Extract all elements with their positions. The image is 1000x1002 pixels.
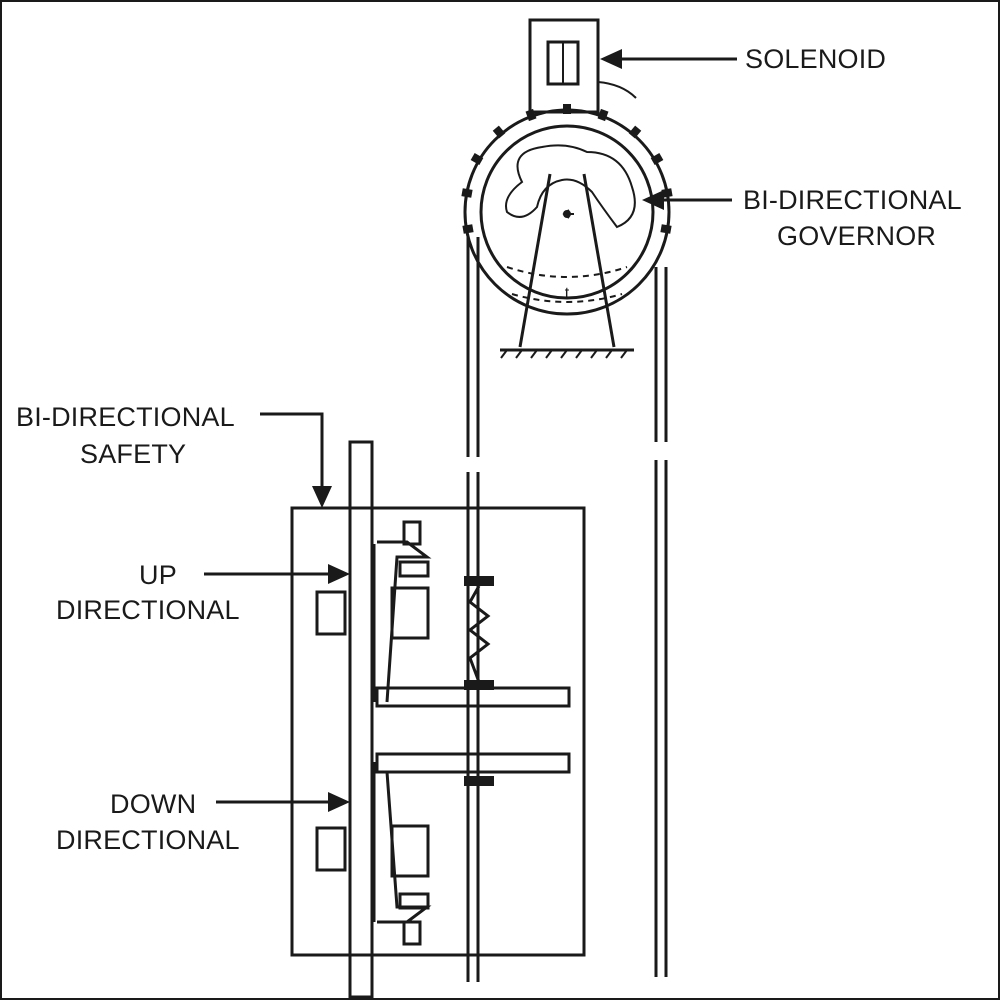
car-assembly bbox=[290, 440, 586, 999]
label-safety-line2: SAFETY bbox=[80, 439, 186, 469]
governor-assembly: t bbox=[461, 18, 673, 359]
label-safety-line1: BI-DIRECTIONAL bbox=[16, 402, 235, 432]
down-directional-safety bbox=[372, 752, 571, 946]
car-frame bbox=[290, 506, 586, 957]
car-window-lower bbox=[315, 826, 347, 872]
up-directional-safety bbox=[372, 520, 571, 708]
label-governor-line1: BI-DIRECTIONAL bbox=[743, 185, 962, 215]
callouts bbox=[204, 49, 737, 812]
svg-text:t: t bbox=[565, 285, 570, 302]
safety-actuator bbox=[464, 576, 494, 786]
sheave-teeth bbox=[461, 104, 673, 234]
governor-rope bbox=[466, 237, 668, 982]
governor-sheave-inner bbox=[479, 124, 655, 300]
label-up-line2: DIRECTIONAL bbox=[56, 595, 240, 625]
car-window-upper bbox=[315, 590, 347, 636]
label-solenoid: SOLENOID bbox=[745, 44, 886, 74]
label-governor-line2: GOVERNOR bbox=[777, 221, 936, 251]
label-down-line2: DIRECTIONAL bbox=[56, 825, 240, 855]
label-up-line1: UP bbox=[139, 560, 177, 590]
governor-stand bbox=[518, 173, 616, 348]
guide-rail bbox=[348, 440, 374, 999]
governor-flyweights bbox=[505, 144, 636, 229]
label-down-line1: DOWN bbox=[110, 789, 196, 819]
